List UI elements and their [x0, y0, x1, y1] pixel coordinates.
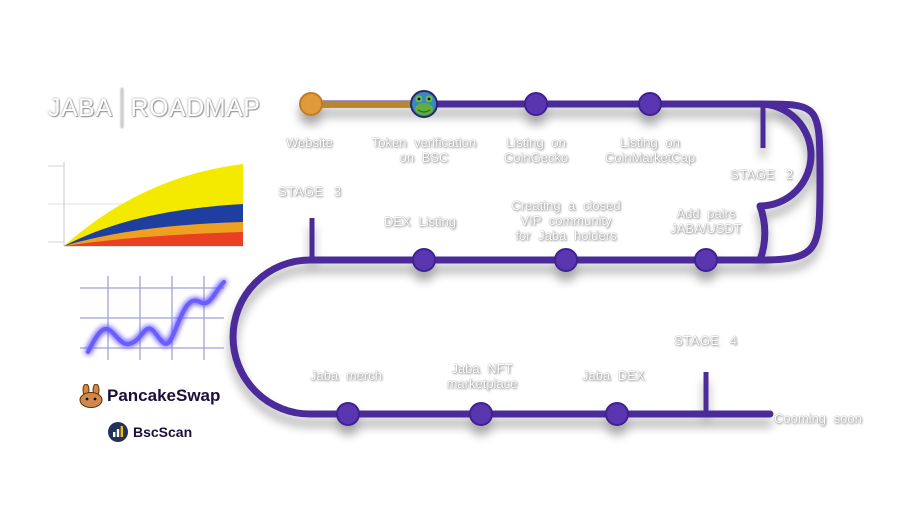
- milestone-coinmarketcap: Listing on CoinMarketCap: [598, 135, 702, 165]
- brand-name: JABA: [48, 93, 113, 122]
- milestone-coingecko: Listing on CoinGecko: [496, 135, 576, 165]
- roadmap-label: ROADMAP: [130, 93, 261, 122]
- decorative-line-graph: [80, 276, 226, 360]
- node-website: [299, 92, 323, 116]
- node-coingecko: [524, 92, 548, 116]
- node-coinmarketcap: [638, 92, 662, 116]
- pancakeswap-logo: PancakeSwap: [78, 384, 220, 408]
- node-jaba-dex: [605, 402, 629, 426]
- right-loop: [759, 100, 824, 264]
- milestone-dex-listing: DEX Listing: [384, 214, 456, 229]
- node-jaba-nft: [469, 402, 493, 426]
- milestone-line: Listing on: [506, 135, 566, 150]
- milestone-jaba-merch: Jaba merch: [310, 368, 382, 383]
- milestone-vip-community: Creating a closed VIP community for Jaba…: [504, 198, 628, 243]
- milestone-line: marketplace: [446, 376, 518, 391]
- stage3-label: STAGE 3: [278, 184, 342, 199]
- milestone-coming-soon: Cooming soon: [774, 411, 862, 426]
- pancakeswap-text: PancakeSwap: [107, 386, 221, 405]
- milestone-line: CoinMarketCap: [604, 150, 696, 165]
- decorative-area-chart: [48, 162, 244, 247]
- milestone-line: VIP community: [520, 213, 612, 228]
- stage2-label: STAGE 2: [730, 167, 794, 182]
- node-add-pairs: [694, 248, 718, 272]
- milestone-line: Listing on: [620, 135, 680, 150]
- milestone-line: Add pairs: [676, 206, 736, 221]
- milestone-line: JABA/USDT: [670, 221, 742, 236]
- milestone-line: CoinGecko: [503, 150, 569, 165]
- stage4-label: STAGE 4: [674, 333, 738, 348]
- milestone-line: Creating a closed: [511, 198, 621, 213]
- milestone-token-verification: Token verification on BSC: [366, 135, 482, 165]
- bscscan-icon: [108, 422, 128, 442]
- node-jaba-merch: [336, 402, 360, 426]
- node-dex-listing: [412, 248, 436, 272]
- milestone-add-pairs: Add pairs JABA/USDT: [664, 206, 748, 236]
- milestone-jaba-nft: Jaba NFT marketplace: [440, 361, 524, 391]
- bunny-icon: [79, 384, 103, 408]
- node-vip-community: [554, 248, 578, 272]
- roadmap-title: JABA ROADMAP: [48, 88, 260, 128]
- milestone-line: for Jaba holders: [515, 228, 617, 243]
- milestone-website: Website: [286, 135, 333, 150]
- bscscan-text: BscScan: [133, 424, 193, 440]
- frog-avatar-icon: [410, 90, 438, 118]
- milestone-line: Jaba NFT: [451, 361, 513, 376]
- milestone-line: on BSC: [399, 150, 449, 165]
- milestone-jaba-dex: Jaba DEX: [582, 368, 645, 383]
- bscscan-logo: BscScan: [107, 421, 192, 443]
- title-divider: [120, 88, 123, 128]
- milestone-line: Token verification: [371, 135, 477, 150]
